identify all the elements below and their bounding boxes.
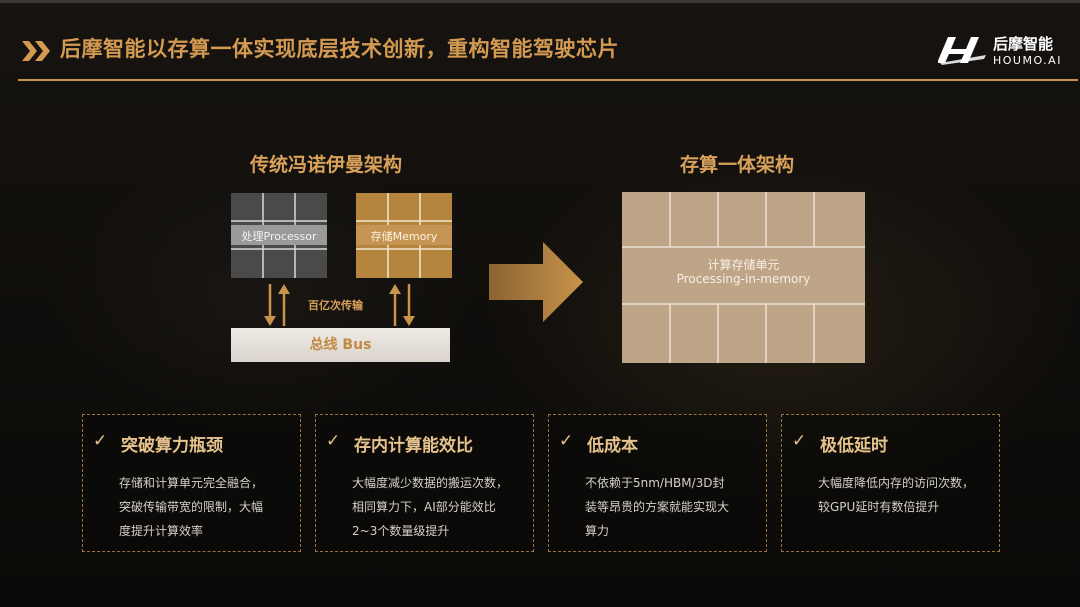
card-line: 不依赖于5nm/HBM/3D封: [585, 476, 725, 490]
big-right-arrow-icon: [489, 242, 583, 322]
houmo-logo: 后摩智能 HOUMO.AI: [938, 33, 1068, 69]
check-icon: ✓: [326, 431, 341, 451]
card-body: 不依赖于5nm/HBM/3D封 装等昂贵的方案就能实现大 算力: [585, 471, 761, 543]
von-neumann-title: 传统冯诺伊曼架构: [250, 154, 403, 176]
card-line: 度提升计算效率: [119, 524, 204, 538]
card-body: 存储和计算单元完全融合， 突破传输带宽的限制，大幅 度提升计算效率: [119, 471, 295, 543]
top-border: [0, 0, 1080, 3]
card-title: 突破算力瓶颈: [121, 436, 223, 456]
card-line: 相同算力下，AI部分能效比: [352, 500, 496, 514]
feature-card: ✓ 突破算力瓶颈 存储和计算单元完全融合， 突破传输带宽的限制，大幅 度提升计算…: [82, 414, 301, 552]
memory-label: 存储Memory: [370, 230, 438, 243]
card-line: 装等昂贵的方案就能实现大: [585, 500, 730, 514]
card-line: 算力: [585, 524, 610, 538]
memory-bus-arrows: [389, 284, 415, 326]
processor-bus-arrows: [264, 284, 290, 326]
card-line: 较GPU延时有数倍提升: [818, 500, 940, 514]
feature-card: ✓ 存内计算能效比 大幅度减少数据的搬运次数， 相同算力下，AI部分能效比 2~…: [315, 414, 534, 552]
logo-text-en: HOUMO.AI: [993, 54, 1062, 67]
feature-card: ✓ 极低延时 大幅度降低内存的访问次数， 较GPU延时有数倍提升: [781, 414, 1000, 552]
double-chevron-right-icon: [22, 41, 50, 61]
processor-label: 处理Processor: [241, 230, 317, 243]
header: 后摩智能以存算一体实现底层技术创新，重构智能驾驶芯片 后摩智能 HOUMO.AI: [0, 3, 1080, 81]
pim-grid-lines: [622, 192, 865, 363]
card-title: 存内计算能效比: [354, 436, 473, 456]
card-title: 低成本: [587, 436, 638, 456]
memory-block: 存储Memory: [356, 193, 452, 278]
pim-label-en: Processing-in-memory: [676, 272, 811, 286]
pim-title: 存算一体架构: [680, 154, 795, 176]
check-icon: ✓: [792, 431, 807, 451]
check-icon: ✓: [93, 431, 108, 451]
bus-bar: 总线 Bus: [231, 328, 450, 362]
card-body: 大幅度减少数据的搬运次数， 相同算力下，AI部分能效比 2~3个数量级提升: [352, 471, 528, 543]
pim-label-cn: 计算存储单元: [707, 258, 780, 272]
logo-text-cn: 后摩智能: [993, 35, 1054, 53]
transfer-count-label: 百亿次传输: [308, 299, 363, 312]
card-line: 2~3个数量级提升: [352, 524, 450, 538]
card-title: 极低延时: [820, 436, 888, 456]
card-line: 大幅度降低内存的访问次数，: [818, 476, 975, 490]
card-line: 大幅度减少数据的搬运次数，: [352, 476, 509, 490]
card-line: 突破传输带宽的限制，大幅: [119, 500, 264, 514]
card-body: 大幅度降低内存的访问次数， 较GPU延时有数倍提升: [818, 471, 994, 519]
houmo-logo-icon: [938, 37, 986, 65]
check-icon: ✓: [559, 431, 574, 451]
feature-card: ✓ 低成本 不依赖于5nm/HBM/3D封 装等昂贵的方案就能实现大 算力: [548, 414, 767, 552]
memory-grid-lines: [356, 193, 452, 278]
processor-block: 处理Processor: [231, 193, 327, 278]
page-title: 后摩智能以存算一体实现底层技术创新，重构智能驾驶芯片: [60, 37, 619, 61]
card-line: 存储和计算单元完全融合，: [119, 476, 264, 490]
header-divider: [18, 79, 1078, 81]
pim-block: 计算存储单元 Processing-in-memory: [622, 192, 865, 363]
